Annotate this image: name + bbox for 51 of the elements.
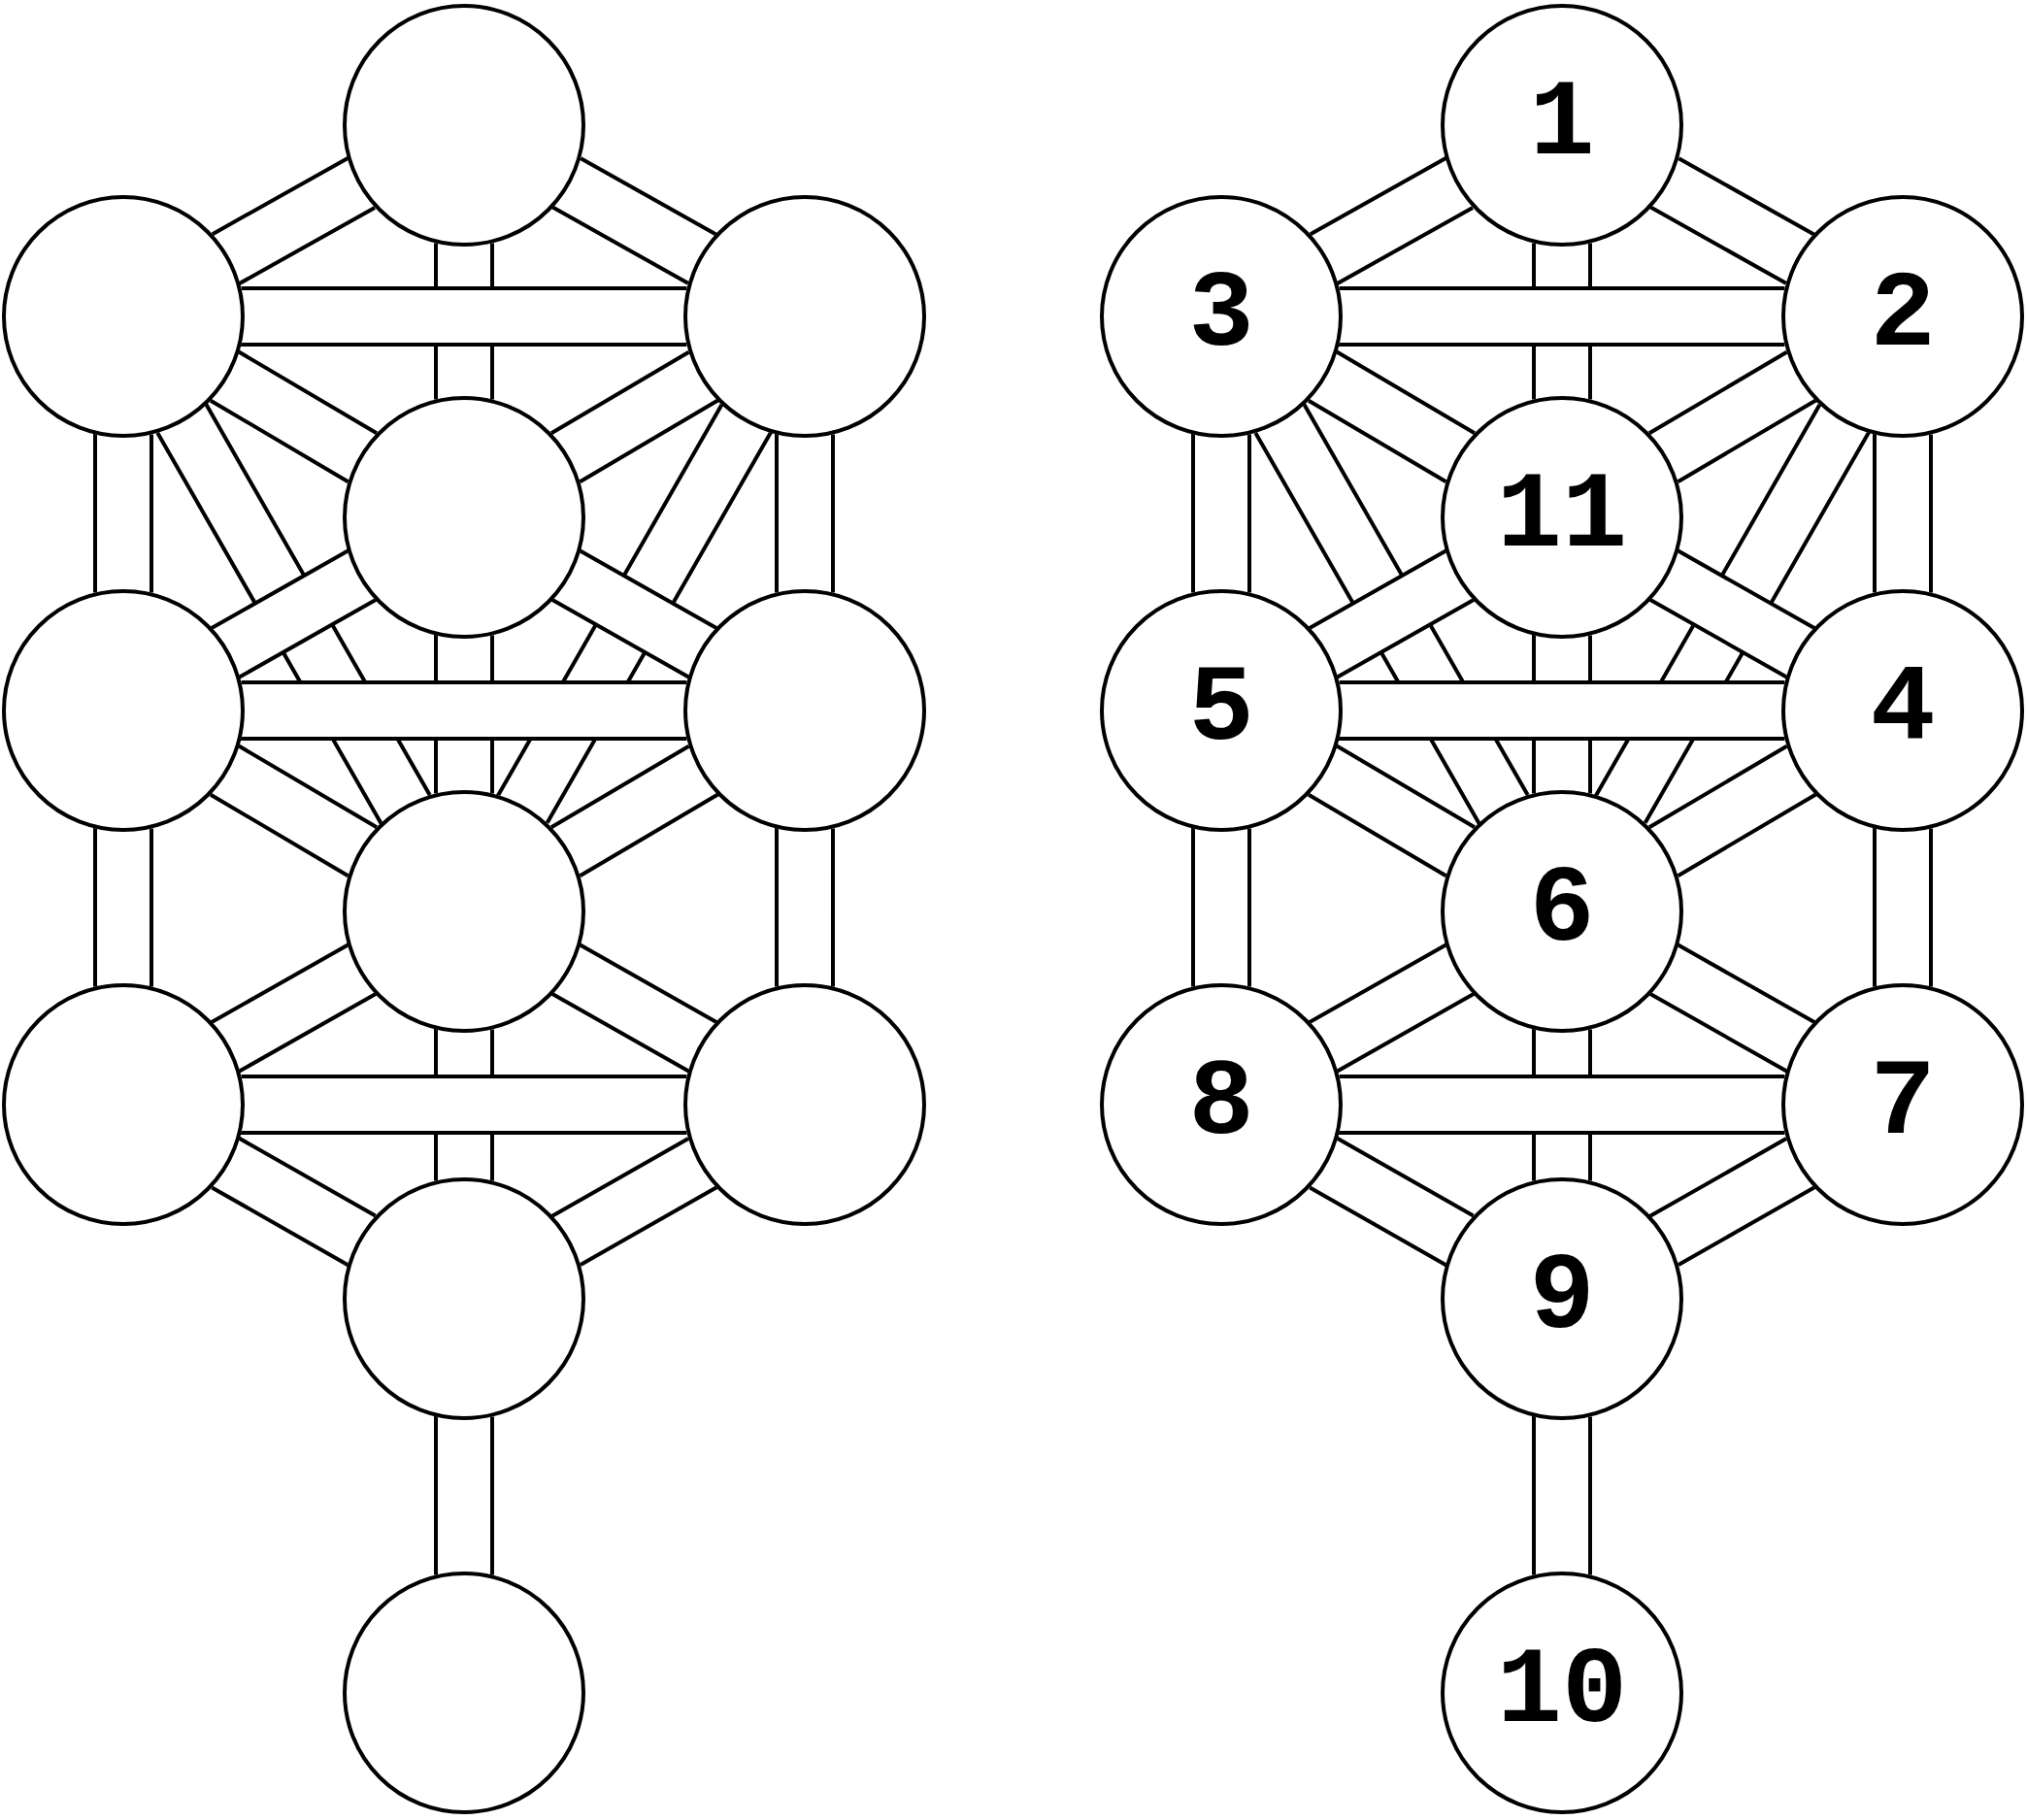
connector-band xyxy=(1648,155,1816,286)
connector-band xyxy=(1191,826,1251,989)
node-number: 4 xyxy=(1870,656,1936,765)
connector-band xyxy=(239,1075,689,1135)
connector-band xyxy=(1308,155,1476,286)
connector-band xyxy=(1337,680,1787,741)
connector-band xyxy=(1873,826,1933,989)
connector-band xyxy=(93,432,153,595)
node-number: 10 xyxy=(1496,1638,1628,1747)
node-number: 1 xyxy=(1529,71,1595,180)
connector-band xyxy=(209,942,379,1075)
connector-band xyxy=(1646,744,1818,878)
connector-band xyxy=(208,349,380,484)
node-number: 11 xyxy=(1496,463,1628,572)
connector-band xyxy=(1306,744,1478,878)
connector-band xyxy=(549,942,719,1075)
connector-band xyxy=(1647,942,1817,1075)
connector-band xyxy=(93,826,153,989)
connector-band xyxy=(1307,547,1477,680)
connector-band xyxy=(1191,432,1251,595)
connector-band xyxy=(208,744,380,878)
node-number: 5 xyxy=(1188,656,1254,765)
connector-band xyxy=(434,1414,494,1577)
connector-band xyxy=(209,547,379,680)
connector-band xyxy=(1306,349,1478,484)
connector-band xyxy=(239,680,689,741)
node-number: 2 xyxy=(1870,262,1936,371)
connector-band xyxy=(239,286,689,347)
connector-band xyxy=(548,744,720,878)
node-number: 6 xyxy=(1529,857,1595,966)
connector-band xyxy=(549,1136,719,1268)
connector-band xyxy=(1646,349,1818,484)
node-number: 7 xyxy=(1870,1050,1936,1159)
connector-band xyxy=(549,547,719,680)
connector-band xyxy=(1337,1075,1787,1135)
connector-band xyxy=(1873,432,1933,595)
node-number: 8 xyxy=(1188,1050,1254,1159)
connector-band xyxy=(210,155,378,286)
connector-band xyxy=(1307,1136,1477,1268)
connector-band xyxy=(550,155,718,286)
connector-band xyxy=(1647,1136,1817,1268)
connector-band xyxy=(1337,286,1787,347)
connector-band xyxy=(209,1136,379,1268)
connector-band xyxy=(775,432,835,595)
connector-band xyxy=(548,349,720,484)
connector-band xyxy=(1532,1414,1592,1577)
node-number: 9 xyxy=(1529,1244,1595,1353)
node-number: 3 xyxy=(1188,262,1254,371)
connector-band xyxy=(1647,547,1817,680)
connector-band xyxy=(1307,942,1477,1075)
connector-band xyxy=(775,826,835,989)
